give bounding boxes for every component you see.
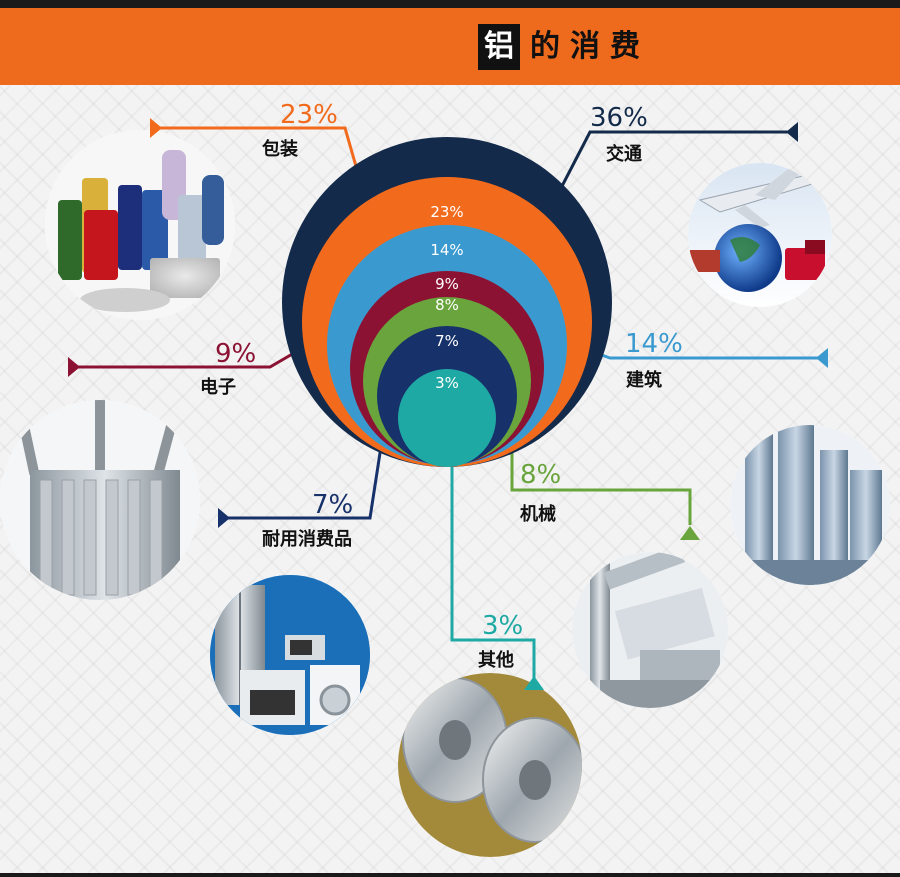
packaging-label: 包装 [262,138,298,160]
arrow-heads [68,118,828,690]
machinery-image [572,552,728,708]
transport-image [688,163,832,307]
transport-percent: 36% [590,103,648,133]
title-text: 的消费 [530,29,650,64]
construction-image [730,425,890,585]
arrow-durables [218,508,230,528]
circle-other [398,369,496,467]
leader-transport [558,130,795,191]
other-percent: 3% [482,611,523,641]
packaging-image [45,130,235,320]
arrow-packaging [150,118,162,138]
leader-durables [225,439,384,520]
header-banner [0,8,900,85]
top-bar [0,0,900,8]
nested-circles [282,137,612,467]
packaging-percent: 23% [280,100,338,130]
inner-label-packaging: 23% [430,203,463,221]
durables-label: 耐用消费品 [262,528,352,550]
transport-label: 交通 [606,143,642,165]
machinery-percent: 8% [520,460,561,490]
durables-percent: 7% [312,490,353,520]
other-label: 其他 [478,649,514,671]
arrow-construction [816,348,828,368]
leader-other [450,455,536,680]
inner-labels: 23% 14% 9% 8% 7% 3% [430,203,463,392]
inner-label-other: 3% [435,374,459,392]
page-title: 铝 的消费 [478,24,650,70]
machinery-label: 机械 [520,503,556,525]
arrow-electronics [68,357,80,377]
arrow-transport [786,122,798,142]
durables-image [210,575,370,735]
construction-percent: 14% [625,329,683,359]
arrow-machinery [680,526,700,540]
leader-machinery [510,440,692,525]
bottom-bar [0,873,900,877]
inner-label-construction: 14% [430,241,463,259]
construction-label: 建筑 [626,369,662,391]
electronics-image [0,400,200,600]
inner-label-durables: 7% [435,332,459,350]
electronics-percent: 9% [215,339,256,369]
other-image [398,673,582,857]
arrow-other [524,676,544,690]
electronics-label: 电子 [200,376,236,398]
inner-label-electronics: 9% [435,275,459,293]
title-badge: 铝 [478,24,520,70]
inner-label-machinery: 8% [435,296,459,314]
